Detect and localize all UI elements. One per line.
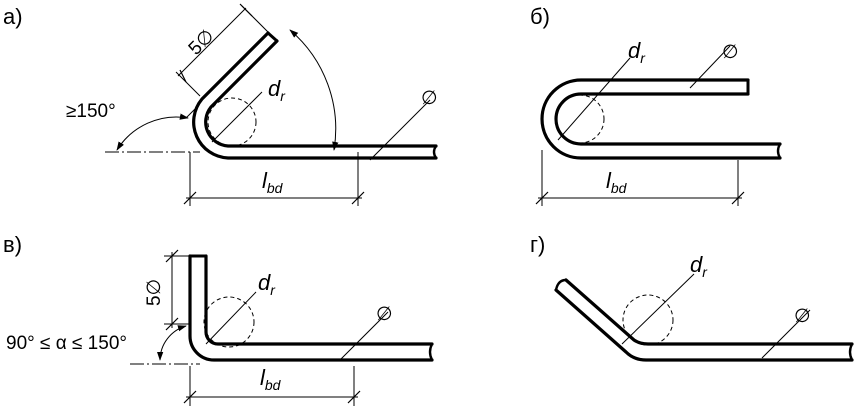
panel-b-bar xyxy=(540,78,782,160)
panel-b-label: б) xyxy=(530,4,550,29)
panel-a-angle: ≥150° xyxy=(66,101,116,122)
panel-v-angle: 90° ≤ α ≤ 150° xyxy=(6,333,127,354)
panel-g: г) dr ∅ xyxy=(530,232,854,362)
panel-a-tail-dim-line xyxy=(177,7,247,77)
panel-v-lbd: lbd xyxy=(260,365,282,393)
panel-g-label: г) xyxy=(530,232,545,257)
panel-v-dr: dr xyxy=(258,270,276,298)
panel-b-lbd: lbd xyxy=(606,168,628,196)
panel-a: а) dr ∅ 5∅ ≥150° xyxy=(3,3,438,206)
panel-a-angle-arc xyxy=(116,113,189,151)
panel-a-bar xyxy=(192,31,438,160)
panel-b: б) dr ∅ lbd xyxy=(530,4,782,206)
panel-b-dr-leader xyxy=(557,57,631,141)
panel-a-diam-leader xyxy=(369,99,431,161)
panel-v: в) dr ∅ 5∅ 90° ≤ α ≤ 150° lbd xyxy=(3,232,434,406)
panel-v-bar xyxy=(188,254,434,362)
panel-a-label: а) xyxy=(3,4,23,29)
panel-b-diam-leader xyxy=(689,45,731,89)
panel-a-mandrel-circle xyxy=(207,97,257,147)
panel-v-angle-arc xyxy=(156,325,187,361)
panel-v-mandrel-circle xyxy=(203,296,255,348)
panel-a-dr-leader xyxy=(211,91,263,143)
panel-a-tail-length: 5∅ xyxy=(185,26,219,60)
panel-g-bar xyxy=(554,278,854,362)
panel-a-bend-arc xyxy=(289,29,339,151)
panel-v-diam: ∅ xyxy=(376,304,393,325)
panel-a-diam: ∅ xyxy=(421,88,438,109)
panel-v-diam-leader xyxy=(339,311,389,361)
panel-a-dr: dr xyxy=(268,76,286,104)
panel-b-dr: dr xyxy=(628,38,646,66)
panel-v-label: в) xyxy=(3,232,22,257)
panel-v-tail-length: 5∅ xyxy=(144,279,165,306)
panel-g-dr-leader xyxy=(621,273,695,345)
panel-a-lbd: lbd xyxy=(262,168,284,196)
panel-b-diam: ∅ xyxy=(722,42,739,63)
panel-g-dr: dr xyxy=(690,252,708,280)
panel-b-mandrel-circle xyxy=(555,94,605,144)
panel-g-mandrel-circle xyxy=(622,294,674,346)
panel-g-diam: ∅ xyxy=(794,306,811,327)
panel-v-dr-leader xyxy=(205,291,257,345)
panel-g-diam-leader xyxy=(761,309,811,359)
